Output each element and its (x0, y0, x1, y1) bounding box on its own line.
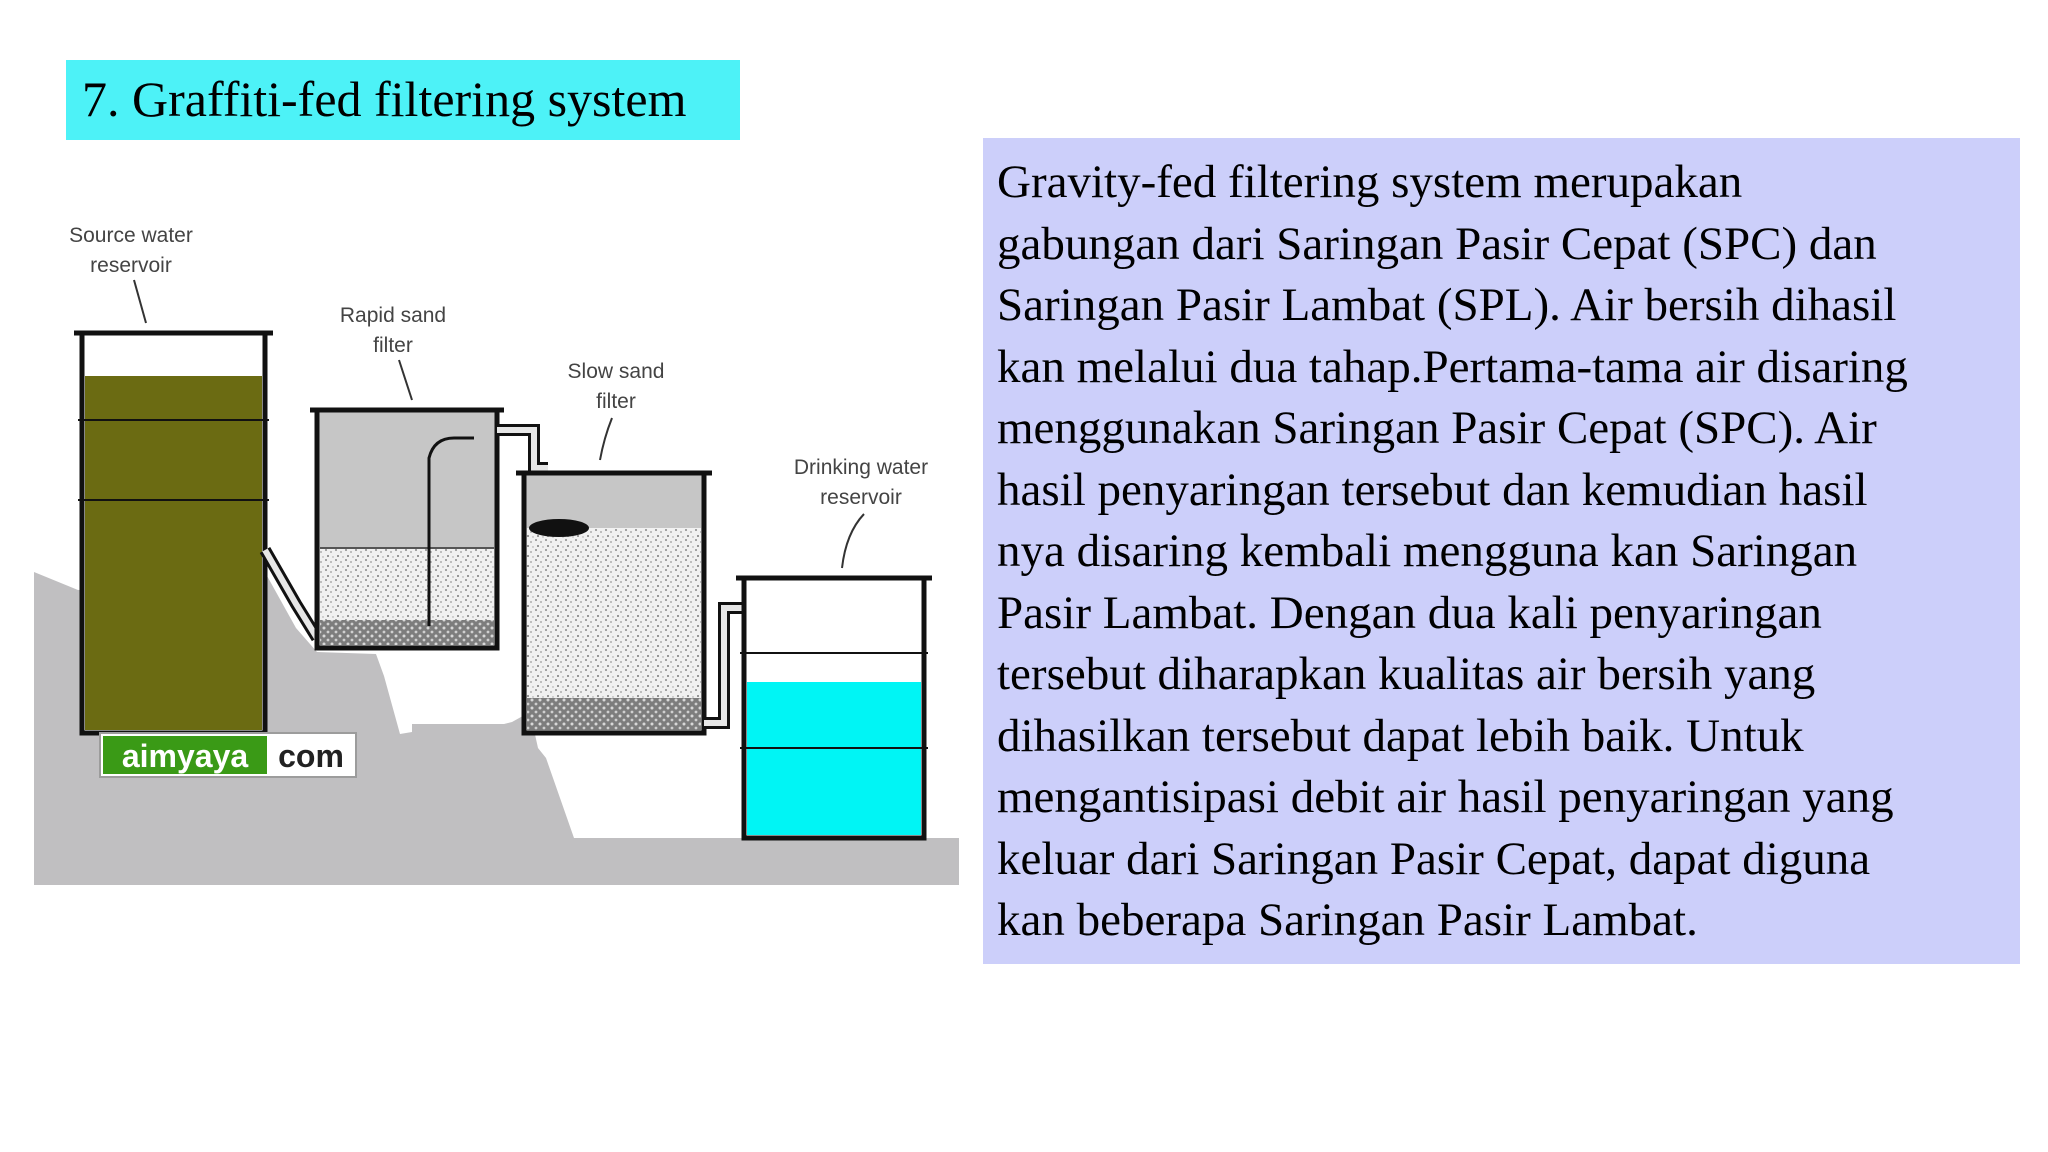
description-line: gabungan dari Saringan Pasir Cepat (SPC)… (997, 217, 1877, 270)
description-box: Gravity-fed filtering system merupakan g… (983, 138, 2020, 964)
description-line: Saringan Pasir Lambat (SPL). Air bersih … (997, 279, 1897, 331)
description-line: kan beberapa Saringan Pasir Lambat. (997, 894, 1698, 946)
description-line: dihasilkan tersebut dapat lebih baik. Un… (997, 709, 1804, 762)
description-line: Gravity-fed filtering system merupakan (997, 156, 1743, 208)
source-reservoir (74, 330, 273, 736)
watermark-brand: aimyaya (122, 738, 249, 774)
watermark-suffix: com (278, 738, 344, 774)
description-text: Gravity-fed filtering system merupakan g… (997, 152, 2009, 952)
filter-system-diagram: Source water reservoir Rapid sand filter… (34, 138, 959, 885)
drinking-label-1: Drinking water (794, 456, 928, 479)
slide-title-box: 7. Graffiti-fed filtering system (66, 60, 740, 140)
slow-sand-filter (516, 470, 712, 736)
aimyaya-watermark: aimyaya com (99, 732, 357, 778)
slow-label-2: filter (596, 390, 636, 413)
slide-title: 7. Graffiti-fed filtering system (82, 71, 687, 127)
drinking-label-2: reservoir (820, 486, 902, 509)
description-line: menggunakan Saringan Pasir Cepat (SPC). … (997, 402, 1877, 454)
description-line: keluar dari Saringan Pasir Cepat, dapat … (997, 832, 1871, 885)
description-line: hasil penyaringan tersebut dan kemudian … (997, 463, 1868, 516)
source-label-2: reservoir (90, 254, 172, 277)
slow-label-1: Slow sand (568, 360, 665, 383)
drinking-reservoir (736, 575, 932, 841)
description-line: mengantisipasi debit air hasil penyaring… (997, 771, 1894, 823)
rapid-sand-filter (310, 407, 504, 651)
description-line: nya disaring kembali mengguna kan Saring… (997, 525, 1858, 577)
description-line: Pasir Lambat. Dengan dua kali penyaringa… (997, 586, 1822, 639)
description-line: tersebut diharapkan kualitas air bersih … (997, 648, 1816, 700)
source-label-1: Source water (69, 224, 193, 247)
rapid-label-1: Rapid sand (340, 304, 446, 327)
description-line: kan melalui dua tahap.Pertama-tama air d… (997, 340, 1908, 393)
rapid-label-2: filter (373, 334, 413, 357)
